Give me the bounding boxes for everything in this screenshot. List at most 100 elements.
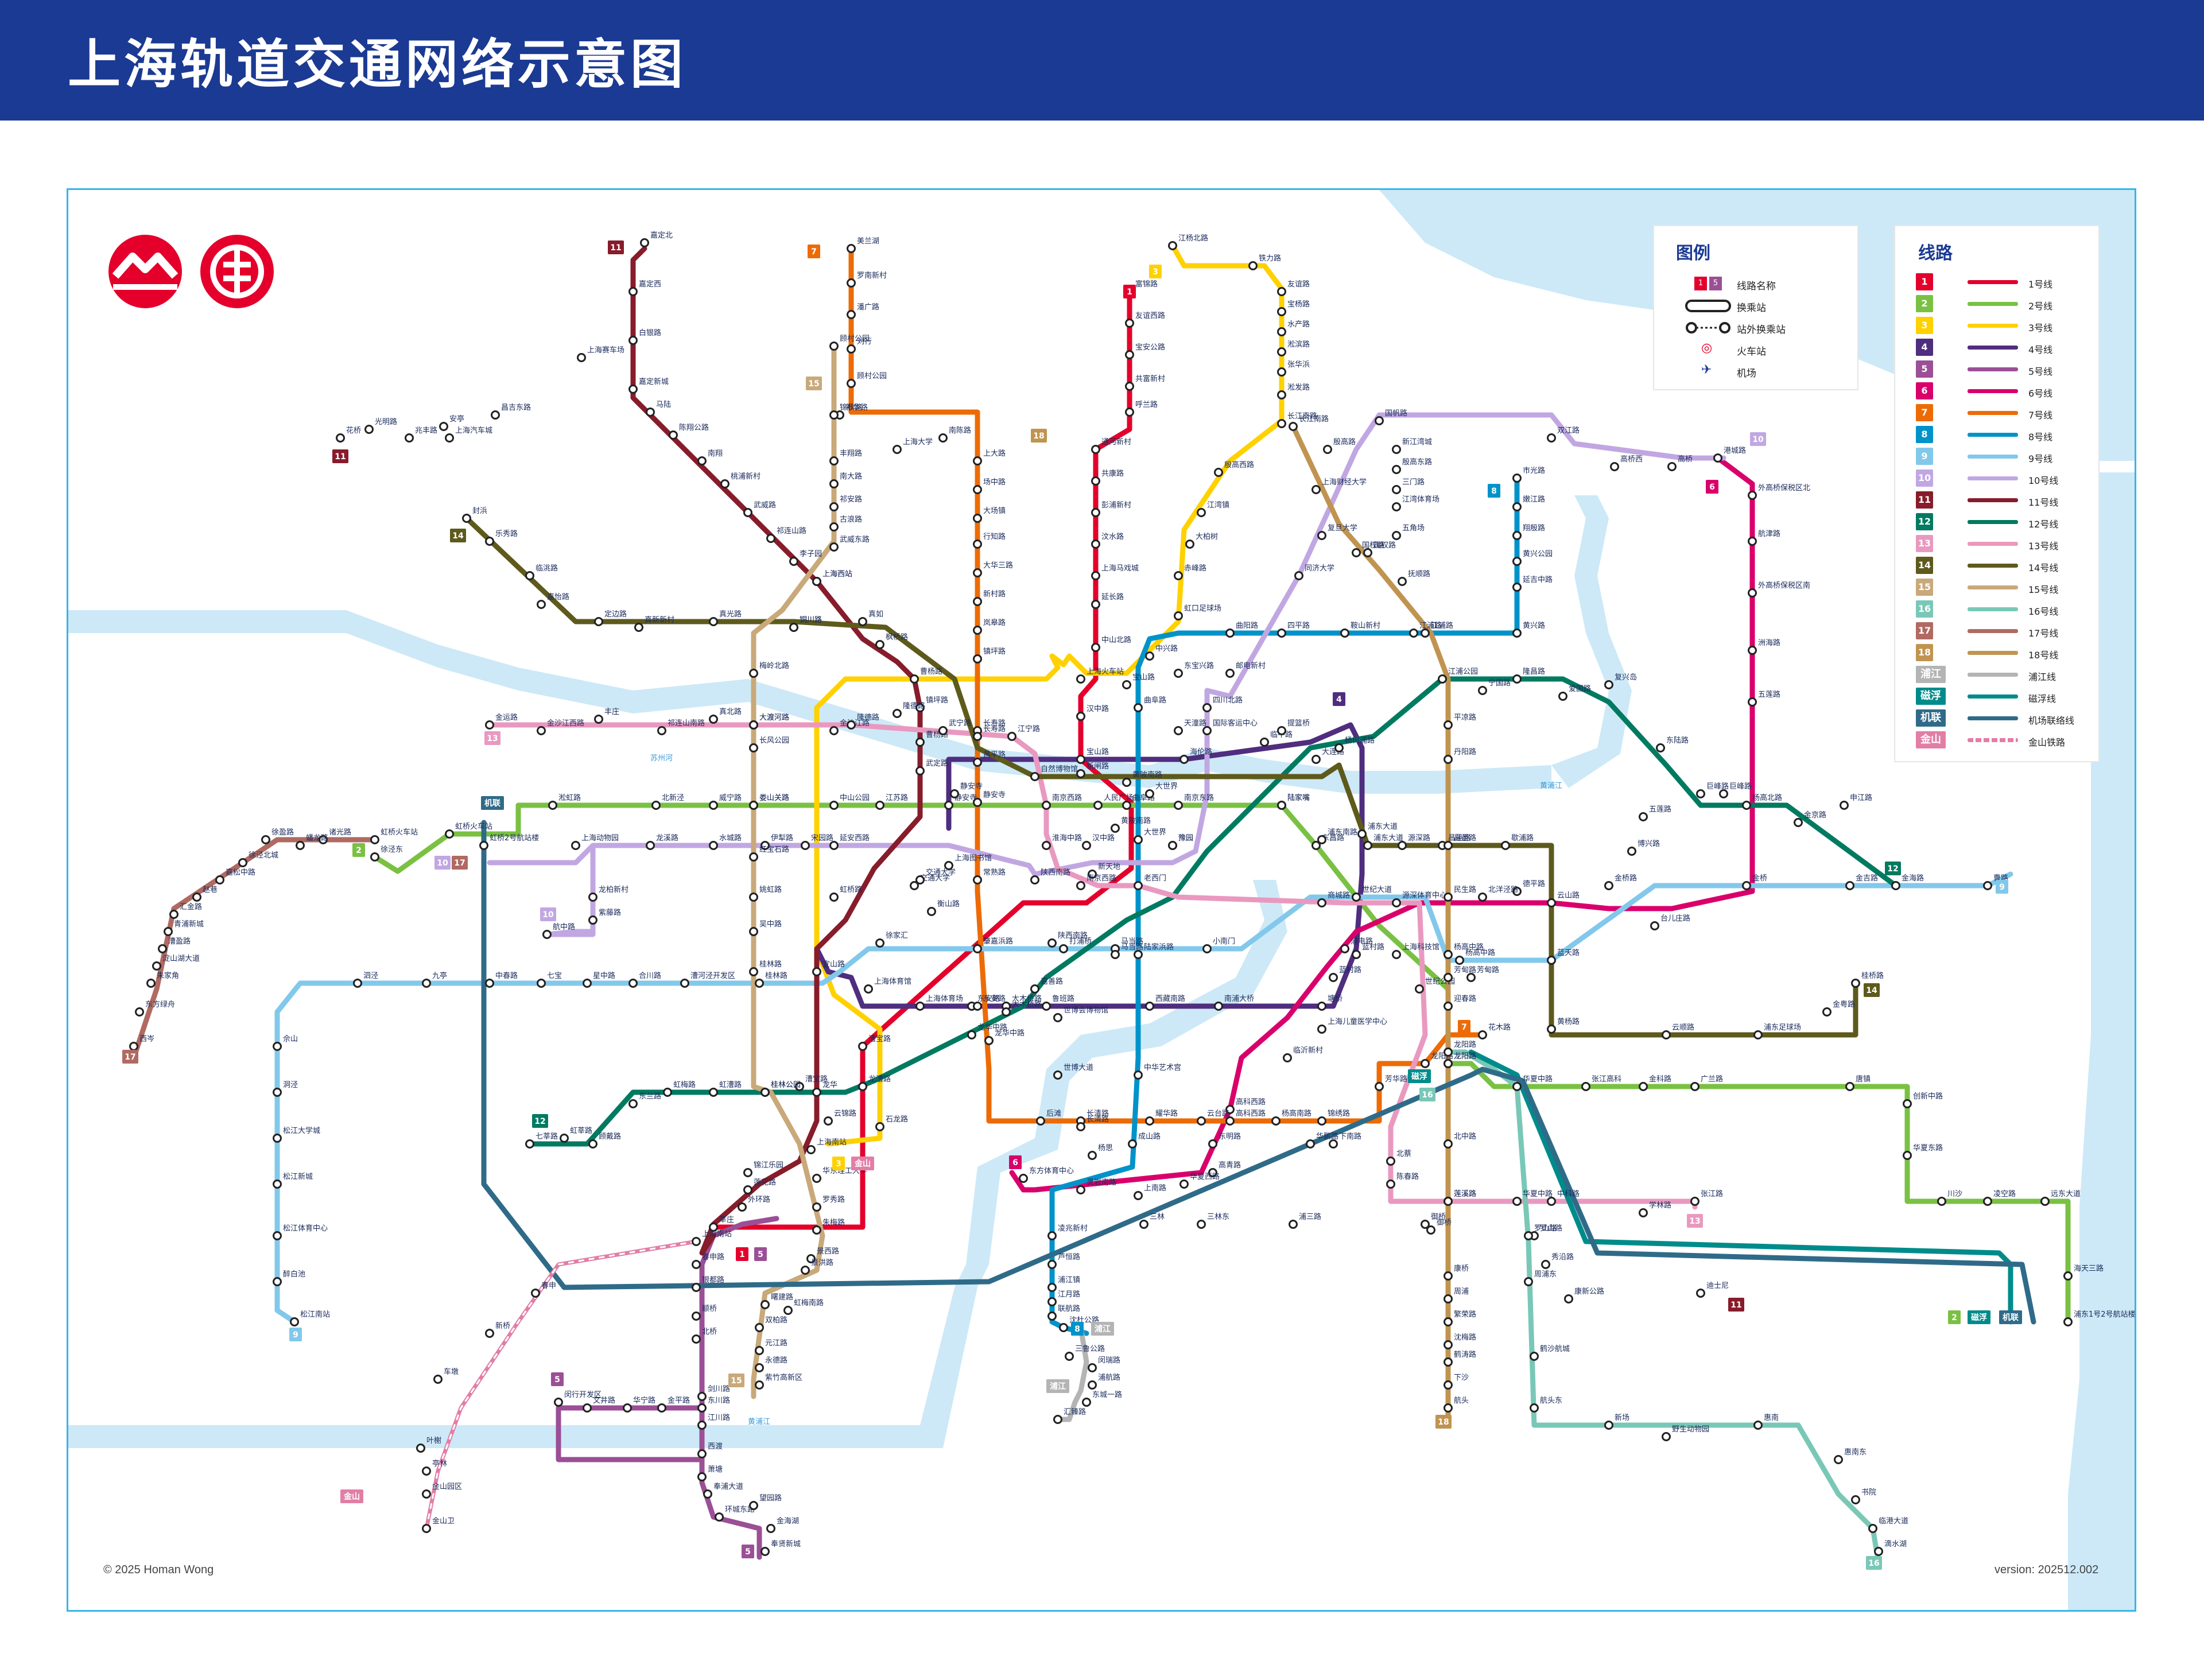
station-dot[interactable] [829, 410, 839, 420]
station[interactable]: 南大路 [829, 472, 863, 488]
station[interactable]: 南京西路 [1042, 793, 1082, 810]
station[interactable]: 萧塘 [697, 1465, 723, 1481]
station[interactable]: 高青路 [1208, 1161, 1241, 1177]
station[interactable]: 杨思 [1088, 1144, 1113, 1160]
station[interactable]: 东城一路 [1082, 1390, 1123, 1407]
station[interactable]: 淞滨路 [1277, 340, 1310, 356]
station-dot[interactable] [1748, 537, 1757, 546]
station-dot[interactable] [628, 1099, 638, 1108]
station[interactable]: 兆丰路 [405, 426, 438, 443]
station-dot[interactable] [1317, 835, 1326, 844]
station[interactable]: 淞发路 [1277, 383, 1310, 399]
metro-line-8[interactable] [1049, 475, 1520, 1336]
station-dot[interactable] [1753, 1030, 1763, 1039]
station[interactable]: 自然博物馆 [1030, 765, 1078, 781]
station[interactable]: 真如 [858, 610, 884, 626]
station[interactable]: 罗山路 [1524, 1224, 1557, 1240]
station-dot[interactable] [1134, 703, 1143, 712]
station-dot[interactable] [1851, 979, 1860, 988]
station-dot[interactable] [760, 841, 770, 850]
station[interactable]: 云山路 [1547, 891, 1580, 907]
station[interactable]: 北桥 [692, 1328, 717, 1344]
station[interactable]: 歇浦路 [1501, 833, 1534, 850]
station-dot[interactable] [1444, 1357, 1453, 1367]
station-dot[interactable] [749, 801, 758, 810]
station[interactable]: 真新新村 [634, 615, 675, 632]
station-dot[interactable] [858, 1042, 867, 1051]
station-dot[interactable] [795, 1082, 804, 1091]
station-dot[interactable] [1455, 956, 1464, 965]
station-dot[interactable] [215, 875, 224, 884]
station[interactable]: 张华浜 [1277, 360, 1310, 377]
station-dot[interactable] [1174, 801, 1183, 810]
station-dot[interactable] [1317, 531, 1326, 540]
station[interactable]: 云顺路 [1662, 1023, 1695, 1039]
station-dot[interactable] [973, 944, 982, 953]
station[interactable]: 新场 [1604, 1413, 1630, 1430]
station-dot[interactable] [893, 445, 902, 454]
station[interactable]: 迪士尼 [1696, 1282, 1729, 1298]
station-dot[interactable] [1076, 1122, 1085, 1131]
station-dot[interactable] [588, 915, 597, 925]
station-dot[interactable] [749, 967, 758, 976]
station-dot[interactable] [1891, 881, 1900, 890]
station-dot[interactable] [749, 893, 758, 902]
station-dot[interactable] [984, 1036, 994, 1045]
station[interactable]: 金桥路 [1604, 874, 1638, 890]
station[interactable]: 伊犁路 [760, 833, 794, 850]
station-dot[interactable] [1047, 1260, 1057, 1269]
station[interactable]: 虹莘路 [560, 1126, 593, 1143]
station[interactable]: 大世界 [1134, 828, 1167, 844]
station-dot[interactable] [1610, 462, 1619, 471]
station-dot[interactable] [1983, 881, 1992, 890]
station-dot[interactable] [938, 726, 948, 735]
station-dot[interactable] [416, 1444, 425, 1453]
station[interactable]: 延吉中路 [1512, 575, 1553, 592]
station[interactable]: 殷高路 [1323, 437, 1356, 454]
station[interactable]: 中山公园 [829, 794, 870, 810]
station[interactable]: 春申 [531, 1282, 557, 1298]
station[interactable]: 下南路 [1329, 1132, 1362, 1149]
station-dot[interactable] [1547, 1197, 1556, 1206]
station[interactable]: 黄陂南路 [1111, 816, 1151, 833]
station-dot[interactable] [789, 623, 798, 632]
station[interactable]: 乐秀路 [485, 529, 518, 546]
station-dot[interactable] [1214, 468, 1223, 477]
station-dot[interactable] [1903, 1151, 1912, 1160]
station[interactable]: 祁连山南路 [657, 719, 705, 735]
station-dot[interactable] [1478, 893, 1487, 902]
station-dot[interactable] [422, 1524, 431, 1533]
station-dot[interactable] [973, 514, 982, 523]
station[interactable]: 七莘路 [525, 1132, 558, 1149]
station[interactable]: 白银路 [628, 328, 662, 345]
station-dot[interactable] [1091, 643, 1100, 652]
station[interactable]: 四川北路 [1202, 696, 1243, 712]
station-dot[interactable] [1713, 453, 1722, 463]
station[interactable]: 虹桥路 [829, 885, 863, 902]
station[interactable]: 陆家嘴 [1277, 793, 1310, 810]
station-dot[interactable] [801, 1266, 810, 1275]
station[interactable]: 南陈路 [938, 426, 972, 443]
station[interactable]: 长江南路 [1289, 414, 1329, 431]
station[interactable]: 望园路 [749, 1493, 782, 1510]
station[interactable]: 上海大学 [893, 437, 933, 454]
metro-line-14[interactable] [464, 515, 1858, 1038]
station-dot[interactable] [893, 709, 902, 718]
station-dot[interactable] [1214, 1002, 1223, 1011]
station[interactable]: 大渡河路 [749, 713, 790, 730]
station-dot[interactable] [1082, 841, 1091, 850]
station-dot[interactable] [433, 1375, 443, 1384]
station[interactable]: 上海火车站 [1076, 667, 1124, 684]
station-dot[interactable] [973, 654, 982, 664]
station-dot[interactable] [623, 1403, 632, 1413]
station-dot[interactable] [1604, 680, 1613, 689]
station[interactable]: 南翔 [697, 449, 723, 465]
station-dot[interactable] [1530, 1352, 1539, 1361]
station-dot[interactable] [1444, 1294, 1453, 1303]
station-dot[interactable] [1145, 1116, 1154, 1126]
station-dot[interactable] [1742, 881, 1751, 890]
station-dot[interactable] [1047, 1297, 1057, 1306]
station-dot[interactable] [135, 1007, 144, 1016]
station[interactable]: 南京东路 [1174, 793, 1214, 810]
station-dot[interactable] [1283, 1053, 1292, 1062]
